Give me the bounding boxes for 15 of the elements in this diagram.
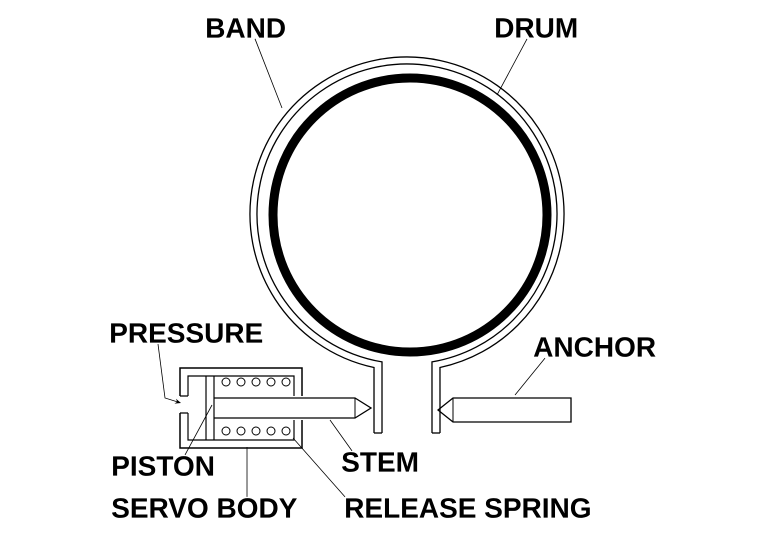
- part-label: PRESSURE: [111, 323, 262, 343]
- leader-line: [514, 358, 546, 396]
- part-label: DRUM: [496, 18, 576, 38]
- part-label: PISTON: [113, 456, 214, 476]
- leader-line: [254, 38, 282, 108]
- part-label: STEM: [342, 452, 418, 472]
- part-label: BAND: [207, 18, 285, 38]
- leader-line: [330, 420, 352, 452]
- part-label: SERVO BODY: [112, 498, 297, 518]
- leader-line: [246, 446, 248, 498]
- leader-line: [496, 38, 528, 96]
- part-label: RELEASE SPRING: [346, 498, 590, 518]
- leader-line: [292, 438, 346, 498]
- leader-line: [184, 404, 212, 456]
- part-label: ANCHOR: [534, 337, 656, 357]
